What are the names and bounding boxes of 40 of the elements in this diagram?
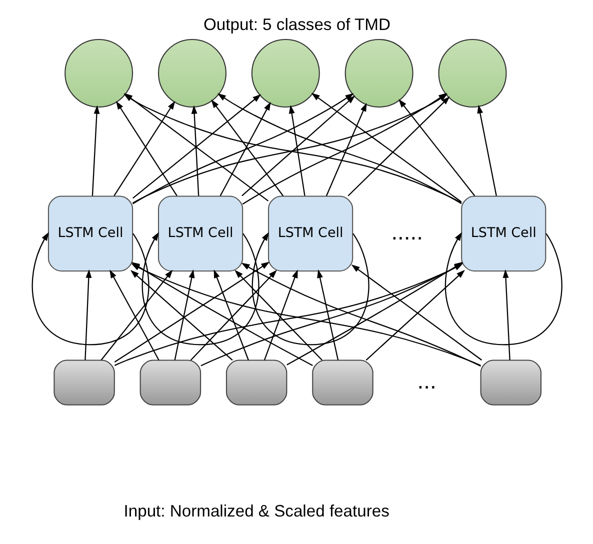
node-box (53, 360, 114, 406)
arrow (141, 232, 259, 346)
arrow (219, 102, 270, 196)
arrow (476, 104, 496, 196)
arrow (100, 270, 172, 360)
arrow (288, 105, 305, 196)
label: ... (416, 367, 436, 394)
node-box (225, 360, 287, 406)
arrow (316, 269, 338, 360)
arrow (325, 102, 366, 196)
node-box: LSTM Cell (47, 196, 133, 272)
arrow (347, 96, 450, 196)
arrow (251, 232, 369, 346)
node-box: LSTM Cell (460, 196, 546, 272)
node-box (312, 360, 373, 406)
arrow (398, 99, 475, 196)
arrow (109, 270, 159, 360)
diagram-title: Output: 5 classes of TMD (203, 14, 390, 34)
arrow (502, 269, 510, 360)
arrow (84, 269, 92, 360)
arrow (241, 95, 355, 196)
caption: Input: Normalized & Scaled features (123, 502, 389, 521)
arrow (174, 269, 194, 360)
arrow (91, 105, 100, 196)
arrow (190, 105, 199, 196)
arrow (31, 232, 149, 346)
arrow (190, 270, 276, 361)
label: ..... (390, 218, 422, 244)
arrow (263, 269, 298, 360)
arrow (132, 93, 354, 204)
arrow (234, 270, 322, 361)
arrow (210, 100, 284, 196)
arrow (130, 270, 232, 361)
arrow (444, 232, 562, 346)
node-box: LSTM Cell (157, 196, 243, 272)
node-box: LSTM Cell (268, 196, 353, 272)
arrow (213, 269, 248, 360)
node-box (139, 360, 201, 406)
node-box (480, 360, 541, 406)
arrow (365, 270, 464, 361)
